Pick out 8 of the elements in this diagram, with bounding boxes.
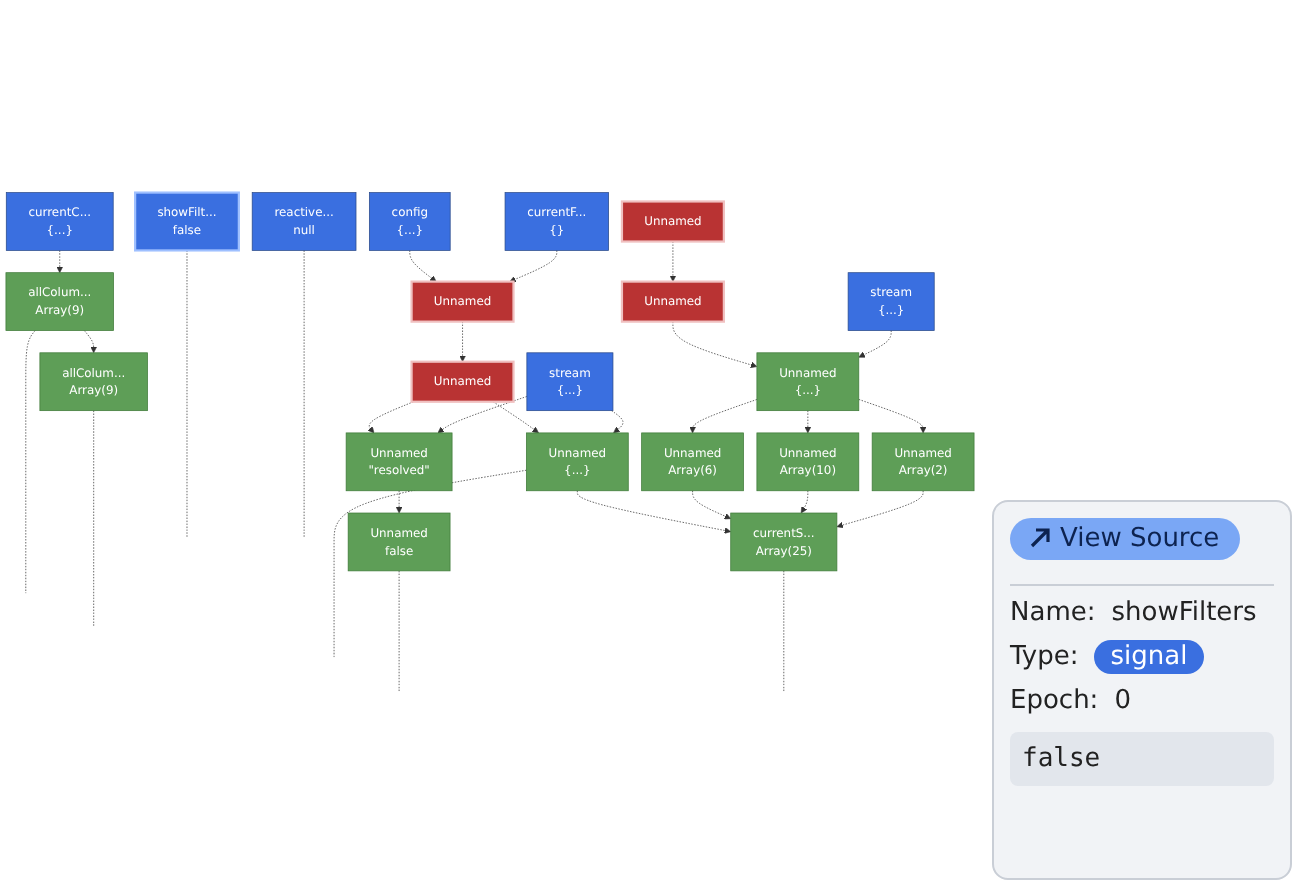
type-badge: signal	[1094, 640, 1204, 674]
field-label: Epoch:	[1010, 686, 1099, 716]
view-source-button: View Source	[1010, 518, 1240, 560]
field-label: Type:	[1010, 642, 1079, 672]
field-value: 0	[1114, 686, 1131, 716]
field-value: showFilters	[1111, 598, 1257, 628]
field-label: Name:	[1010, 598, 1096, 628]
value-output: false	[1010, 732, 1274, 786]
